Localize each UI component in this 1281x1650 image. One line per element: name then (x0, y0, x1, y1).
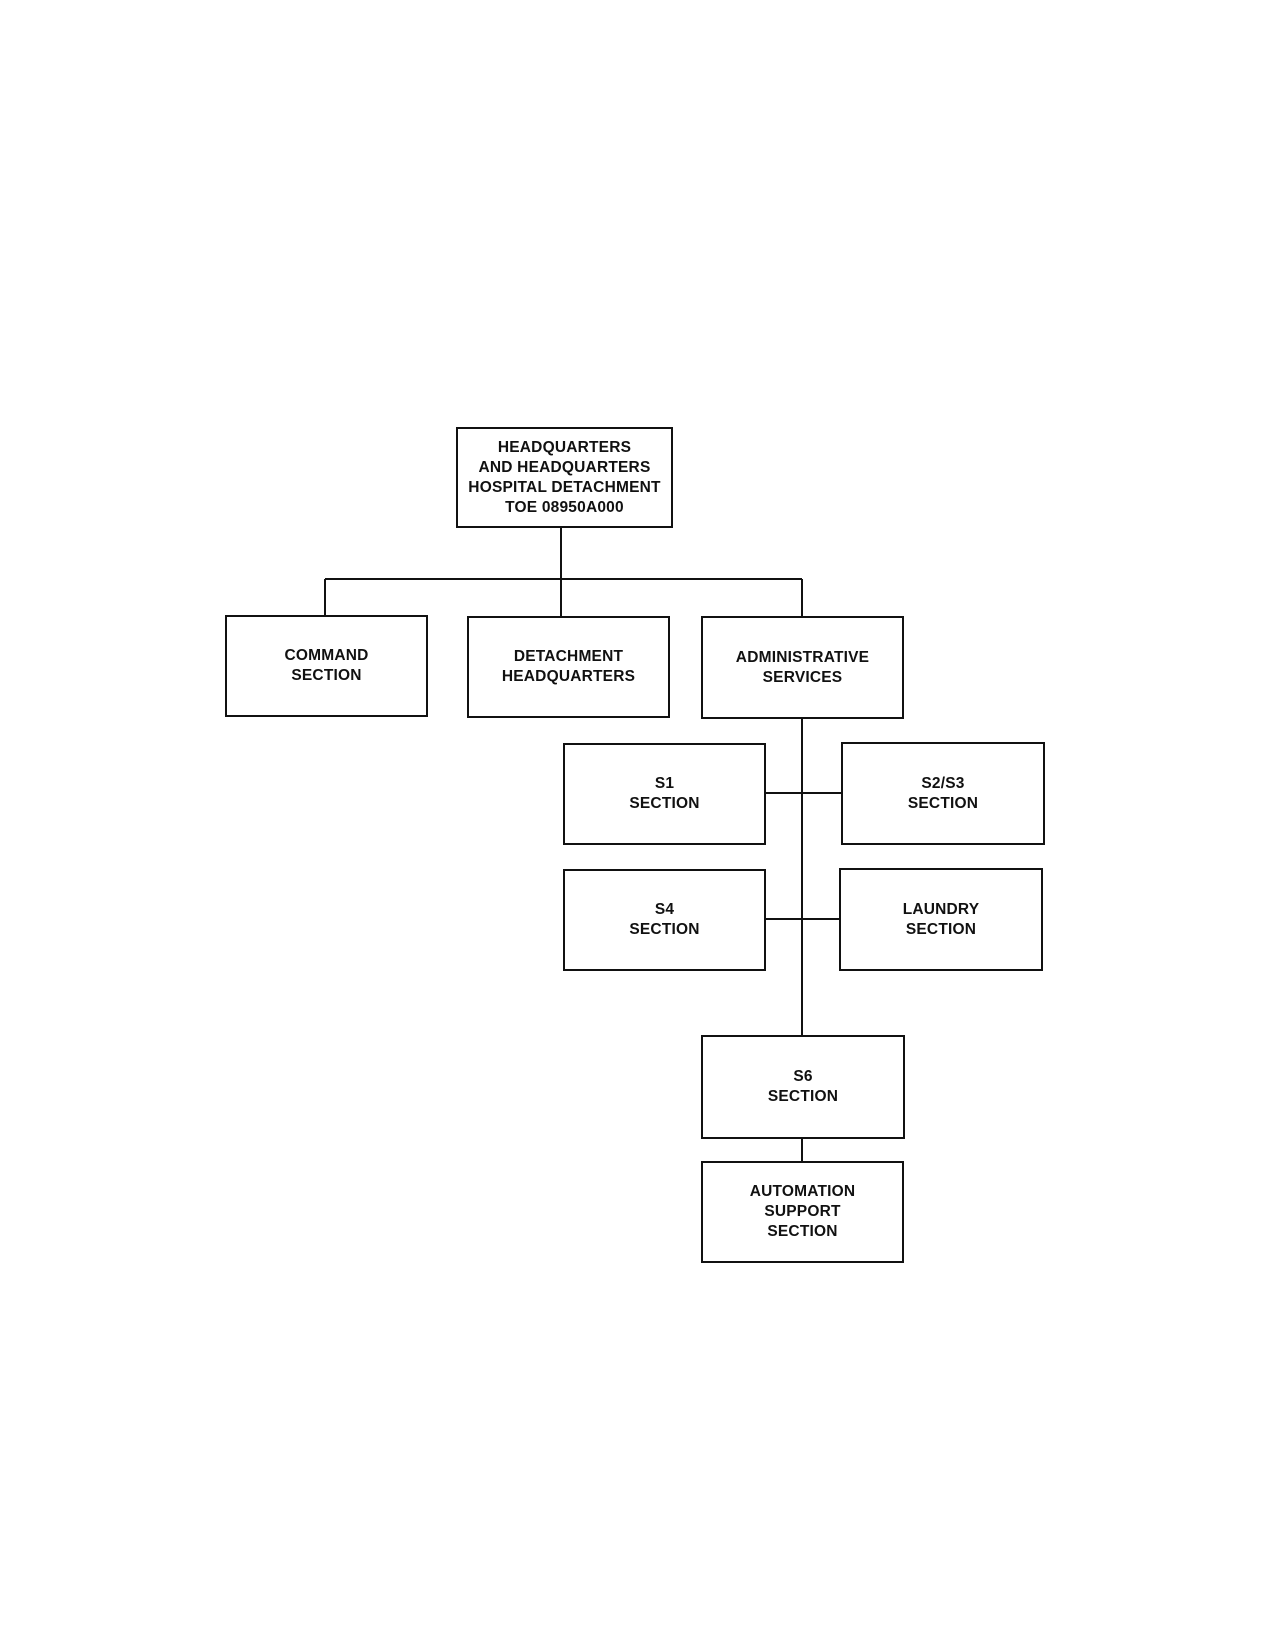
node-detachment-headquarters-label: DETACHMENT HEADQUARTERS (501, 648, 636, 685)
node-s1-section: S1 SECTION (563, 743, 766, 845)
node-s2s3-section: S2/S3 SECTION (841, 742, 1045, 845)
node-s6-section-label: S6 SECTION (767, 1068, 839, 1105)
node-command-section: COMMAND SECTION (225, 615, 428, 717)
node-command-section-label: COMMAND SECTION (284, 647, 369, 684)
node-laundry-section-label: LAUNDRY SECTION (902, 900, 980, 938)
node-s6-section: S6 SECTION (701, 1035, 905, 1139)
node-administrative-services-label: ADMINISTRATIVE SERVICES (735, 648, 870, 686)
node-s1-section-label: S1 SECTION (629, 775, 700, 812)
node-automation-support-section: AUTOMATION SUPPORT SECTION (701, 1161, 904, 1263)
node-automation-support-section-label: AUTOMATION SUPPORT SECTION (749, 1183, 856, 1240)
node-s4-section: S4 SECTION (563, 869, 766, 971)
node-s2s3-section-label: S2/S3 SECTION (907, 774, 979, 812)
node-s4-section-label: S4 SECTION (629, 901, 700, 938)
node-hq-label: HEADQUARTERS AND HEADQUARTERS HOSPITAL D… (468, 438, 661, 516)
node-laundry-section: LAUNDRY SECTION (839, 868, 1043, 971)
node-administrative-services: ADMINISTRATIVE SERVICES (701, 616, 904, 719)
node-detachment-headquarters: DETACHMENT HEADQUARTERS (467, 616, 670, 718)
node-hq: HEADQUARTERS AND HEADQUARTERS HOSPITAL D… (456, 427, 673, 528)
